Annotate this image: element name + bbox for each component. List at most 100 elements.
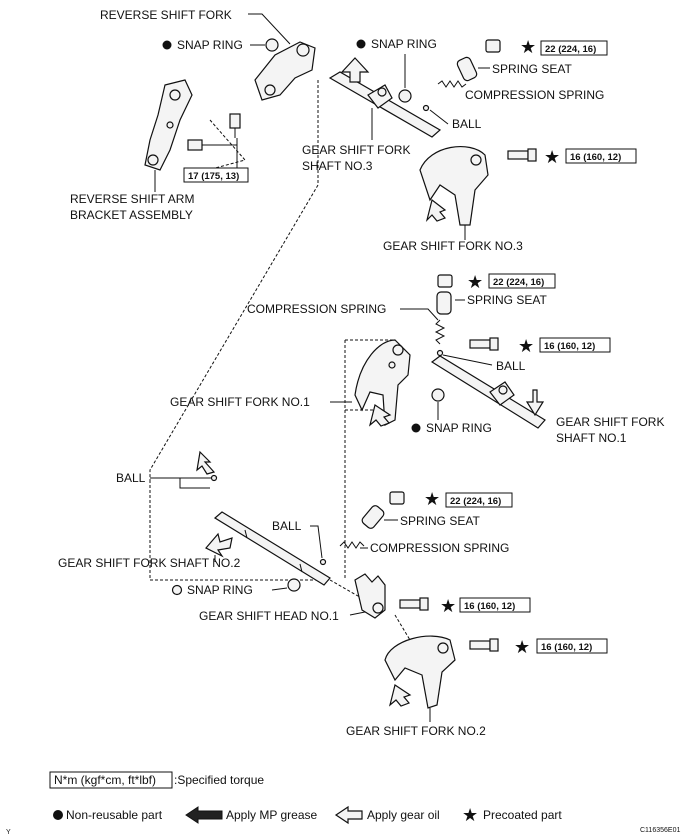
- gear-shift-fork-shaft-no3: [328, 71, 442, 138]
- gear-oil-arrow-fork3: [425, 198, 447, 222]
- gear-shift-fork-no3: [419, 146, 489, 226]
- ball-label-2: BALL: [496, 359, 526, 373]
- bolt-head1: [399, 597, 429, 611]
- gear-shift-fork-shaft-no2: [213, 511, 331, 586]
- ball-mid: [436, 349, 444, 357]
- ball-lower-1: [210, 474, 218, 482]
- compression-spring-mid: [434, 319, 446, 345]
- gear-oil-arrow-shaft1: [525, 389, 545, 417]
- snap-ring-label-3: SNAP RING: [426, 421, 492, 435]
- ball-label-1: BALL: [452, 117, 482, 131]
- gear-oil-arrow-fork1: [368, 404, 392, 427]
- gear-shift-fork-no3-label: GEAR SHIFT FORK NO.3: [383, 239, 523, 253]
- precoated-star-4: ★: [518, 336, 534, 356]
- bolt-fork1: [469, 337, 499, 351]
- reverse-shift-arm-label-1: REVERSE SHIFT ARM: [70, 192, 194, 206]
- snap-ring-label-2: SNAP RING: [371, 37, 437, 51]
- spring-seat-mid: [436, 291, 452, 315]
- gear-shift-fork-no2: [384, 635, 456, 709]
- precoated-star-5: ★: [424, 489, 440, 509]
- shaft-no3-label-1: GEAR SHIFT FORK: [302, 143, 410, 157]
- torque-box-22-a: [540, 40, 608, 56]
- precoated-star-icon: ★: [462, 805, 478, 825]
- gear-shift-fork-shaft-no1: [430, 355, 546, 429]
- torque-box-16-d: [536, 638, 608, 654]
- plug-lower: [389, 491, 405, 505]
- torque-22-b: 22 (224, 16): [493, 277, 544, 288]
- torque-16-c: 16 (160, 12): [464, 601, 515, 612]
- legend-non-reusable: Non-reusable part: [66, 808, 163, 822]
- snap-ring-mid-part: [431, 388, 445, 402]
- torque-17: 17 (175, 13): [188, 171, 239, 182]
- ball-leader-4: [310, 525, 323, 559]
- bracket-bolts: [187, 113, 241, 168]
- torque-box-22-c: [445, 492, 513, 508]
- ball-leader-1: [429, 109, 449, 125]
- dashed-guides: [149, 80, 411, 641]
- head-no1-leader: [349, 611, 366, 616]
- gear-oil-arrow-fork2: [388, 684, 412, 707]
- reverse-shift-fork-label: REVERSE SHIFT FORK: [100, 8, 232, 22]
- torque-16-b: 16 (160, 12): [544, 341, 595, 352]
- ball-label-4: BALL: [272, 519, 302, 533]
- snap-ring-top-left: [162, 38, 279, 52]
- legend-torque-box: [49, 771, 173, 789]
- non-reusable-mark-mid: [411, 423, 421, 433]
- torque-box-17: [183, 167, 249, 183]
- compression-spring-lower: [339, 541, 365, 549]
- compression-spring-label-1: COMPRESSION SPRING: [465, 88, 604, 102]
- non-reusable-icon: [53, 810, 63, 820]
- legend-torque-units: N*m (kgf*cm, ft*lbf): [54, 773, 156, 787]
- ball-top: [422, 104, 430, 112]
- spring-seat-label-3: SPRING SEAT: [400, 514, 480, 528]
- bolt-fork3: [507, 148, 537, 162]
- snap-ring-label-4: SNAP RING: [187, 583, 253, 597]
- torque-22-a: 22 (224, 16): [545, 44, 596, 55]
- precoated-star-2: ★: [544, 147, 560, 167]
- spring-seat-label-1: SPRING SEAT: [492, 62, 572, 76]
- shaft-no3-label-2: SHAFT NO.3: [302, 159, 373, 173]
- torque-box-16-b: [539, 337, 611, 353]
- gear-shift-fork-no2-label: GEAR SHIFT FORK NO.2: [346, 724, 486, 738]
- reverse-shift-fork-leader: [248, 13, 291, 45]
- precoated-star-3: ★: [467, 272, 483, 292]
- compression-spring-top: [437, 80, 467, 88]
- reverse-shift-arm-label-2: BRACKET ASSEMBLY: [70, 208, 193, 222]
- gear-shift-fork-no1-label: GEAR SHIFT FORK NO.1: [170, 395, 310, 409]
- snap-ring-label-1: SNAP RING: [177, 38, 243, 52]
- ball-leader-3: [150, 477, 210, 489]
- gear-shift-head-no1: [354, 573, 386, 619]
- torque-box-16-a: [565, 148, 637, 164]
- gear-oil-arrow-shaft3: [340, 57, 370, 83]
- figure-id: C116356E01: [640, 827, 680, 834]
- snap-ring-lower-leader: [271, 587, 288, 591]
- legend: N*m (kgf*cm, ft*lbf) :Specified torque N…: [49, 771, 562, 825]
- spring-seat-top: [456, 56, 478, 82]
- gear-shift-fork-no1: [354, 339, 411, 426]
- shaft-no2-label: GEAR SHIFT FORK SHAFT NO.2: [58, 556, 241, 570]
- precoated-star-6: ★: [440, 596, 456, 616]
- precoated-star-7: ★: [514, 637, 530, 657]
- precoated-star-1: ★: [520, 37, 536, 57]
- mp-grease-arrow-ball: [196, 450, 216, 475]
- torque-22-c: 22 (224, 16): [450, 496, 501, 507]
- ball-leader-2: [442, 354, 493, 366]
- mp-grease-icon: [185, 806, 223, 824]
- compression-spring-label-3: COMPRESSION SPRING: [370, 541, 509, 555]
- plug-top: [485, 39, 501, 53]
- torque-box-22-b: [488, 273, 556, 289]
- reverse-shift-arm-bracket: [144, 79, 193, 171]
- gear-oil-arrow-shaft2: [205, 532, 233, 558]
- plug-mid: [437, 274, 453, 288]
- snap-ring-top-center: [356, 39, 412, 103]
- bolt-fork2: [469, 638, 499, 652]
- ball-lower-2: [319, 558, 327, 566]
- compression-spring-label-2: COMPRESSION SPRING: [247, 302, 386, 316]
- shaft-no1-label-2: SHAFT NO.1: [556, 431, 627, 445]
- ball-label-3: BALL: [116, 471, 146, 485]
- compression-spring-leader-2: [400, 308, 439, 321]
- snap-ring-open-mark: [171, 584, 183, 596]
- snap-ring-lower-part: [287, 578, 301, 592]
- gear-oil-icon: [334, 805, 363, 825]
